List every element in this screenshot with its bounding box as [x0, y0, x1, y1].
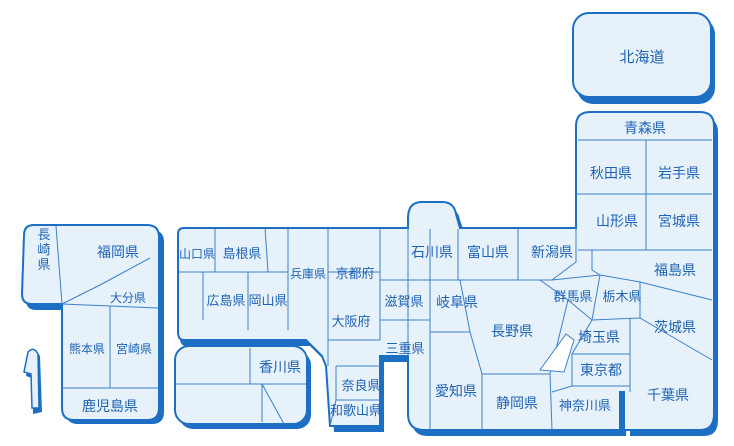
label-gunma[interactable]: 群馬県: [553, 290, 592, 305]
label-hyogo[interactable]: 兵庫県: [290, 267, 326, 281]
yamanashi-area: [539, 333, 575, 373]
label-kumamoto[interactable]: 熊本県: [69, 341, 105, 356]
label-saitama[interactable]: 埼玉県: [578, 330, 620, 346]
label-oita[interactable]: 大分県: [110, 291, 146, 305]
label-kanagawa[interactable]: 神奈川県: [559, 399, 611, 414]
label-shiga[interactable]: 滋賀県: [384, 295, 423, 310]
label-kyoto[interactable]: 京都府: [335, 267, 374, 282]
label-fukuoka[interactable]: 福岡県: [97, 245, 139, 261]
label-hokkaido[interactable]: 北海道: [619, 48, 664, 66]
label-yamaguchi[interactable]: 山口県: [179, 247, 215, 261]
label-shimane[interactable]: 島根県: [222, 247, 261, 262]
label-shizuoka[interactable]: 静岡県: [496, 396, 538, 412]
label-wakayama[interactable]: 和歌山県: [330, 404, 382, 419]
label-osaka[interactable]: 大阪府: [331, 315, 370, 330]
label-akita[interactable]: 秋田県: [590, 166, 632, 182]
label-miyagi[interactable]: 宮城県: [658, 214, 700, 230]
label-iwate[interactable]: 岩手県: [658, 166, 700, 182]
label-hiroshima[interactable]: 広島県: [206, 294, 245, 309]
kyushu-region[interactable]: [20, 224, 164, 424]
label-fukushima[interactable]: 福島県: [654, 263, 696, 279]
label-yamagata[interactable]: 山形県: [596, 214, 638, 230]
label-nara[interactable]: 奈良県: [341, 378, 380, 394]
label-tokyo[interactable]: 東京都: [580, 363, 622, 379]
label-aomori[interactable]: 青森県: [624, 121, 666, 137]
okinawa-island: [23, 348, 42, 414]
label-nagano[interactable]: 長野県: [491, 324, 533, 340]
label-niigata[interactable]: 新潟県: [531, 245, 573, 261]
label-tochigi[interactable]: 栃木県: [602, 290, 641, 305]
label-ishikawa[interactable]: 石川県: [411, 245, 453, 261]
label-nagasaki[interactable]: 長崎県: [35, 228, 51, 273]
label-okayama[interactable]: 岡山県: [248, 294, 287, 309]
label-ibaraki[interactable]: 茨城県: [654, 320, 696, 336]
label-chiba[interactable]: 千葉県: [647, 388, 689, 404]
label-toyama[interactable]: 富山県: [467, 244, 509, 261]
shikoku-region[interactable]: [174, 345, 311, 429]
label-kagawa[interactable]: 香川県: [259, 360, 301, 376]
label-aichi[interactable]: 愛知県: [435, 383, 477, 400]
honshu-region[interactable]: [177, 111, 718, 436]
label-kagoshima[interactable]: 鹿児島県: [82, 398, 138, 415]
label-gifu[interactable]: 岐阜県: [436, 294, 478, 311]
label-miyazaki[interactable]: 宮崎県: [116, 341, 152, 356]
hokkaido-region[interactable]: [572, 12, 715, 104]
label-mie[interactable]: 三重県: [385, 341, 424, 357]
